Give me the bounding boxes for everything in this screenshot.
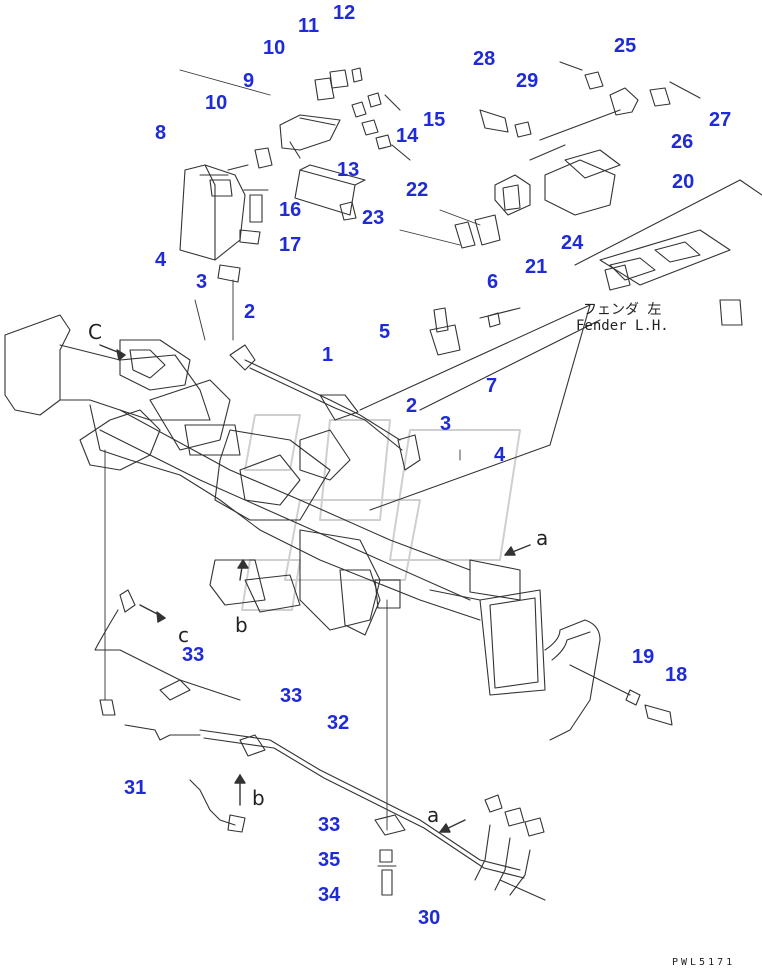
watermark-logo: [241, 414, 521, 611]
callout-33: 33: [182, 644, 205, 666]
callout-25: 25: [614, 35, 637, 57]
callout-28: 28: [473, 48, 496, 70]
fender-note-en: Fender L.H.: [576, 318, 669, 334]
callout-2: 2: [244, 301, 256, 323]
callout-1: 1: [322, 344, 334, 366]
lever-bracket-8: [179, 147, 273, 283]
callout-32: 32: [327, 712, 350, 734]
callout-4: 4: [494, 444, 506, 466]
callout-33: 33: [318, 814, 341, 836]
hose-31: [94, 589, 246, 833]
callout-35: 35: [318, 849, 341, 871]
callout-33: 33: [280, 685, 303, 707]
leader-lines: [104, 69, 481, 831]
drawing-code: PWL5171: [672, 957, 736, 968]
main-frame: [4, 314, 546, 696]
callout-23: 23: [362, 207, 385, 229]
callout-3: 3: [196, 271, 208, 293]
callout-4: 4: [155, 249, 167, 271]
tube-32: [159, 679, 525, 879]
callout-16: 16: [279, 199, 302, 221]
callout-22: 22: [406, 179, 429, 201]
callout-13: 13: [337, 159, 360, 181]
callout-9: 9: [243, 70, 255, 92]
lever-link-9: [279, 67, 411, 221]
callout-15: 15: [423, 109, 446, 131]
callout-27: 27: [709, 109, 732, 131]
callout-19: 19: [632, 646, 655, 668]
callout-6: 6: [487, 271, 499, 293]
view-letter-a: a: [536, 526, 549, 550]
view-letter-c: c: [178, 623, 189, 647]
callout-26: 26: [671, 131, 694, 153]
callout-10: 10: [205, 92, 228, 114]
callout-11: 11: [298, 15, 320, 37]
callout-31: 31: [124, 777, 147, 799]
view-arrows: [99, 344, 531, 833]
callout-29: 29: [516, 70, 539, 92]
fender-lh: [359, 179, 762, 511]
tube-30-fittings: [474, 794, 546, 901]
callout-14: 14: [396, 125, 419, 147]
view-letter-b: b: [252, 786, 265, 810]
callout-8: 8: [155, 122, 167, 144]
rod-7: [229, 307, 521, 471]
callout-7: 7: [486, 375, 498, 397]
callout-2: 2: [406, 395, 418, 417]
callout-10: 10: [263, 37, 286, 59]
callout-17: 17: [279, 234, 302, 256]
view-letter-b: b: [235, 613, 248, 637]
bolt-34-washer-35: [377, 849, 397, 896]
callout-21: 21: [525, 256, 548, 278]
callout-34: 34: [318, 884, 341, 906]
callout-5: 5: [379, 321, 391, 343]
view-letter-a: a: [427, 803, 440, 827]
callout-20: 20: [672, 171, 695, 193]
fender-note-jp: フェンダ 左: [583, 302, 662, 318]
callout-24: 24: [561, 232, 584, 254]
callout-3: 3: [440, 413, 452, 435]
callout-18: 18: [665, 664, 688, 686]
frame-edge-right: [544, 619, 601, 741]
callout-12: 12: [333, 2, 356, 24]
cylinder-bracket-20: [454, 61, 701, 249]
callout-30: 30: [418, 907, 441, 929]
bolt-18-washer-19: [569, 664, 673, 726]
view-letter-c: C: [88, 320, 102, 344]
